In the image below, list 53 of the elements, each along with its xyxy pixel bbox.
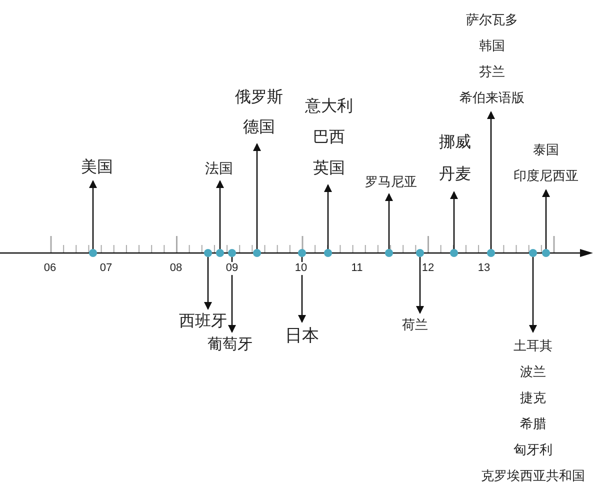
year-label: 10 xyxy=(294,262,308,275)
timeline-dot xyxy=(450,249,458,257)
country-label: 挪威 xyxy=(439,132,471,153)
country-label: 韩国 xyxy=(478,37,506,55)
timeline-dot xyxy=(216,249,224,257)
country-label: 意大利 xyxy=(305,96,353,117)
timeline-dot xyxy=(89,249,97,257)
arrow xyxy=(89,180,97,249)
country-label: 捷克 xyxy=(519,389,547,407)
country-label: 克罗埃西亚共和国 xyxy=(481,467,585,485)
arrow xyxy=(324,184,332,249)
country-label: 罗马尼亚 xyxy=(365,173,417,191)
country-label: 巴西 xyxy=(312,128,346,148)
timeline-dot xyxy=(253,249,261,257)
arrow xyxy=(450,191,458,249)
country-label: 印度尼西亚 xyxy=(514,167,578,185)
arrow xyxy=(228,257,236,333)
country-label: 匈牙利 xyxy=(512,441,554,459)
timeline-dot xyxy=(228,249,236,257)
year-label: 09 xyxy=(224,262,240,275)
arrow xyxy=(216,180,224,249)
arrow xyxy=(487,111,495,249)
timeline-dot xyxy=(204,249,212,257)
timeline-dot xyxy=(416,249,424,257)
country-label: 法国 xyxy=(205,159,233,178)
country-label: 希伯来语版 xyxy=(460,89,524,107)
country-label: 英国 xyxy=(312,158,346,179)
country-label: 希腊 xyxy=(519,415,547,433)
arrow xyxy=(542,189,550,249)
country-label: 日本 xyxy=(285,325,319,347)
timeline-dot xyxy=(385,249,393,257)
country-label: 土耳其 xyxy=(512,337,554,355)
country-label: 西班牙 xyxy=(179,312,227,332)
timeline-dot xyxy=(542,249,550,257)
timeline-dot xyxy=(324,249,332,257)
country-label: 德国 xyxy=(242,118,276,138)
timeline-dot xyxy=(298,249,306,257)
country-label: 俄罗斯 xyxy=(235,88,283,108)
country-label: 萨尔瓦多 xyxy=(465,11,519,29)
country-label: 波兰 xyxy=(519,363,547,381)
country-label: 葡萄牙 xyxy=(208,335,252,355)
arrow xyxy=(385,193,393,249)
arrow xyxy=(529,257,537,333)
country-label: 芬兰 xyxy=(478,63,506,81)
arrow xyxy=(253,143,261,249)
country-label: 丹麦 xyxy=(439,164,471,185)
country-label: 荷兰 xyxy=(402,316,428,334)
country-label: 美国 xyxy=(81,158,113,178)
arrow xyxy=(416,257,424,314)
arrow xyxy=(204,257,212,310)
timeline-dot xyxy=(487,249,495,257)
country-label: 泰国 xyxy=(532,141,560,159)
timeline-dot xyxy=(529,249,537,257)
